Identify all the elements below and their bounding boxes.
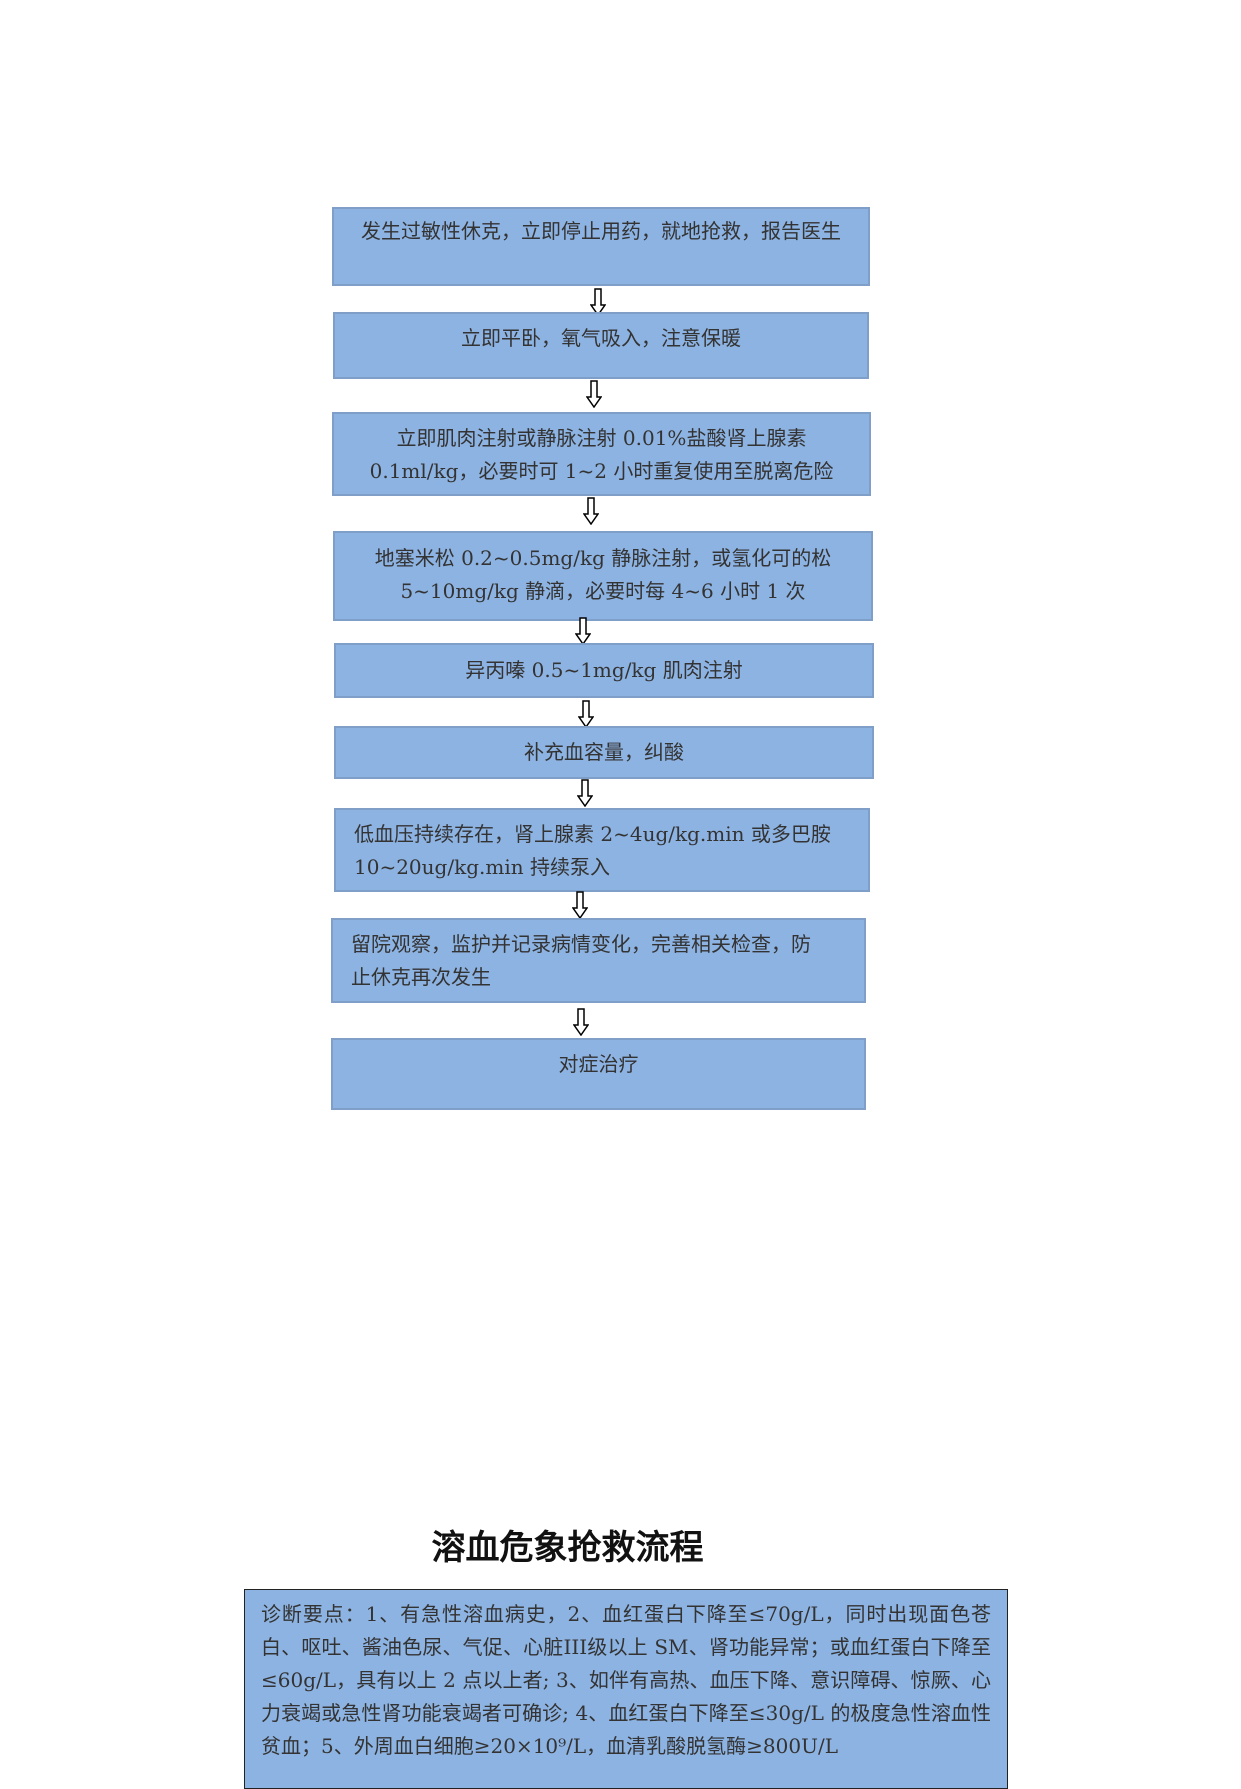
flow-step-7-line-1: 低血压持续存在，肾上腺素 2~4ug/kg.min 或多巴胺 <box>354 822 831 846</box>
flow-step-9: 对症治疗 <box>331 1038 866 1110</box>
flow-step-6-text: 补充血容量，纠酸 <box>524 740 684 764</box>
diagnosis-text: 诊断要点：1、有急性溶血病史，2、血红蛋白下降至≤70g/L，同时出现面色苍白、… <box>261 1602 991 1758</box>
flow-step-1: 发生过敏性休克，立即停止用药，就地抢救，报告医生 <box>332 207 870 286</box>
flow-step-8: 留院观察，监护并记录病情变化，完善相关检查，防 止休克再次发生 <box>331 918 866 1003</box>
down-arrow-icon <box>578 700 594 728</box>
flow-step-3-line-2: 0.1ml/kg，必要时可 1~2 小时重复使用至脱离危险 <box>369 459 834 483</box>
flow-step-7: 低血压持续存在，肾上腺素 2~4ug/kg.min 或多巴胺 10~20ug/k… <box>334 808 870 892</box>
down-arrow-icon <box>583 497 599 525</box>
flow-step-2: 立即平卧，氧气吸入，注意保暖 <box>333 312 869 379</box>
down-arrow-icon <box>572 891 588 919</box>
diagnosis-box: 诊断要点：1、有急性溶血病史，2、血红蛋白下降至≤70g/L，同时出现面色苍白、… <box>244 1589 1008 1789</box>
down-arrow-icon <box>575 617 591 645</box>
flow-step-4-line-1: 地塞米松 0.2~0.5mg/kg 静脉注射，或氢化可的松 <box>374 546 832 570</box>
flow-step-8-line-1: 留院观察，监护并记录病情变化，完善相关检查，防 <box>351 932 811 956</box>
down-arrow-icon <box>590 288 606 316</box>
section-title: 溶血危象抢救流程 <box>431 1528 704 1568</box>
flow-step-3-line-1: 立即肌肉注射或静脉注射 0.01%盐酸肾上腺素 <box>396 426 807 450</box>
flow-step-4-line-2: 5~10mg/kg 静滴，必要时每 4~6 小时 1 次 <box>400 579 806 603</box>
flow-step-7-line-2: 10~20ug/kg.min 持续泵入 <box>354 855 610 879</box>
flow-step-3: 立即肌肉注射或静脉注射 0.01%盐酸肾上腺素 0.1ml/kg，必要时可 1~… <box>332 412 871 496</box>
down-arrow-icon <box>577 779 593 807</box>
flow-step-9-text: 对症治疗 <box>558 1052 639 1076</box>
flow-step-4: 地塞米松 0.2~0.5mg/kg 静脉注射，或氢化可的松 5~10mg/kg … <box>333 531 873 621</box>
flow-step-8-line-2: 止休克再次发生 <box>351 965 491 989</box>
flow-step-5-text: 异丙嗪 0.5~1mg/kg 肌肉注射 <box>465 658 743 682</box>
flow-step-1-text: 发生过敏性休克，立即停止用药，就地抢救，报告医生 <box>361 219 841 243</box>
down-arrow-icon <box>586 380 602 408</box>
flow-step-2-text: 立即平卧，氧气吸入，注意保暖 <box>461 326 741 350</box>
flow-step-6: 补充血容量，纠酸 <box>334 726 874 779</box>
down-arrow-icon <box>573 1008 589 1036</box>
flow-step-5: 异丙嗪 0.5~1mg/kg 肌肉注射 <box>334 643 874 698</box>
